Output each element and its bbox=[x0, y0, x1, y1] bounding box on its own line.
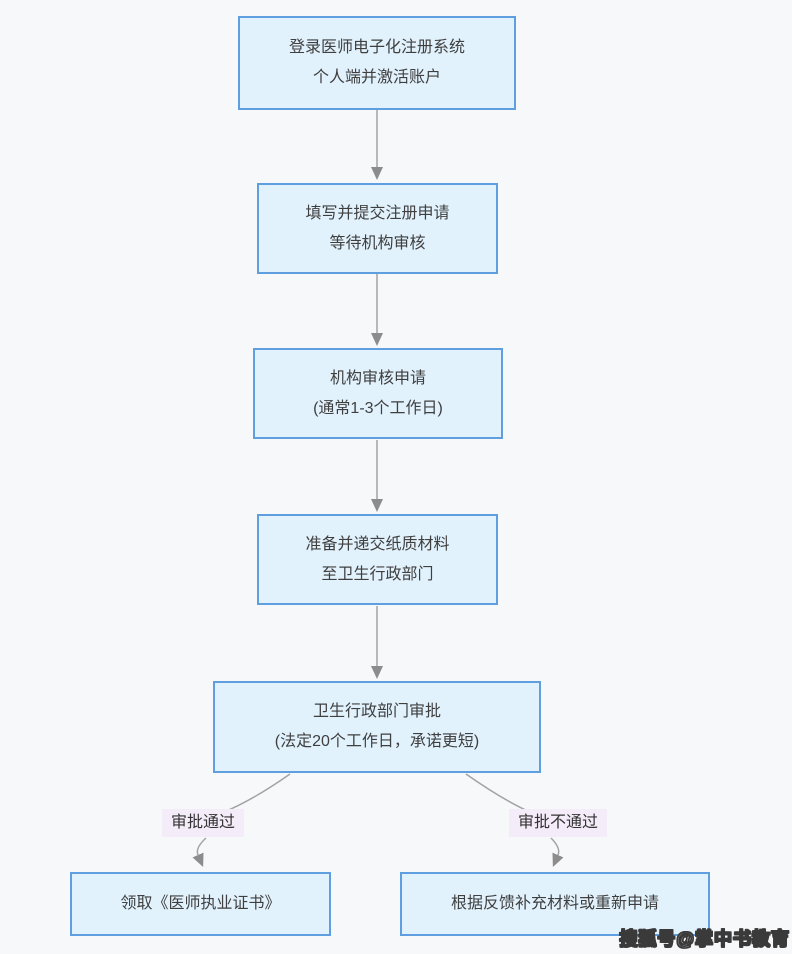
node-text-line: 卫生行政部门审批 bbox=[312, 703, 441, 720]
branch-curve-pass-lower bbox=[192, 837, 207, 867]
branch-curve-fail-lower bbox=[550, 837, 564, 867]
node-text-line: (法定20个工作日，承诺更短) bbox=[274, 733, 480, 750]
node-text-line: 个人端并激活账户 bbox=[312, 69, 441, 86]
node-text-line: 机构审核申请 bbox=[329, 369, 426, 387]
node-text-line: 填写并提交注册申请 bbox=[305, 204, 450, 222]
node-text-line: 至卫生行政部门 bbox=[321, 565, 434, 583]
flow-node-org-review: 机构审核申请 (通常1-3个工作日) bbox=[253, 348, 503, 439]
flow-node-admin-approval: 卫生行政部门审批 (法定20个工作日，承诺更短) bbox=[213, 681, 541, 773]
branch-label-approved: 审批通过 bbox=[162, 809, 245, 837]
node-text-line: 登录医师电子化注册系统 bbox=[288, 39, 465, 56]
flow-node-paper-materials: 准备并递交纸质材料 至卫生行政部门 bbox=[257, 514, 498, 605]
branch-curve-pass-upper bbox=[223, 773, 291, 813]
flow-node-submit: 填写并提交注册申请 等待机构审核 bbox=[257, 183, 498, 274]
node-text-line: (通常1-3个工作日) bbox=[313, 399, 443, 417]
branch-curve-fail-upper bbox=[465, 773, 531, 813]
node-text-line: 领取《医师执业证书》 bbox=[120, 895, 281, 912]
node-text-line: 根据反馈补充材料或重新申请 bbox=[450, 895, 659, 912]
flow-node-certificate: 领取《医师执业证书》 bbox=[70, 872, 331, 936]
node-text-line: 准备并递交纸质材料 bbox=[305, 535, 450, 553]
flow-node-resubmit: 根据反馈补充材料或重新申请 bbox=[400, 872, 710, 936]
watermark-text: 搜狐号@掌中书教育 bbox=[619, 928, 790, 949]
branch-label-rejected: 审批不通过 bbox=[509, 809, 608, 837]
node-text-line: 等待机构审核 bbox=[329, 234, 426, 252]
flow-node-login: 登录医师电子化注册系统 个人端并激活账户 bbox=[238, 16, 516, 110]
